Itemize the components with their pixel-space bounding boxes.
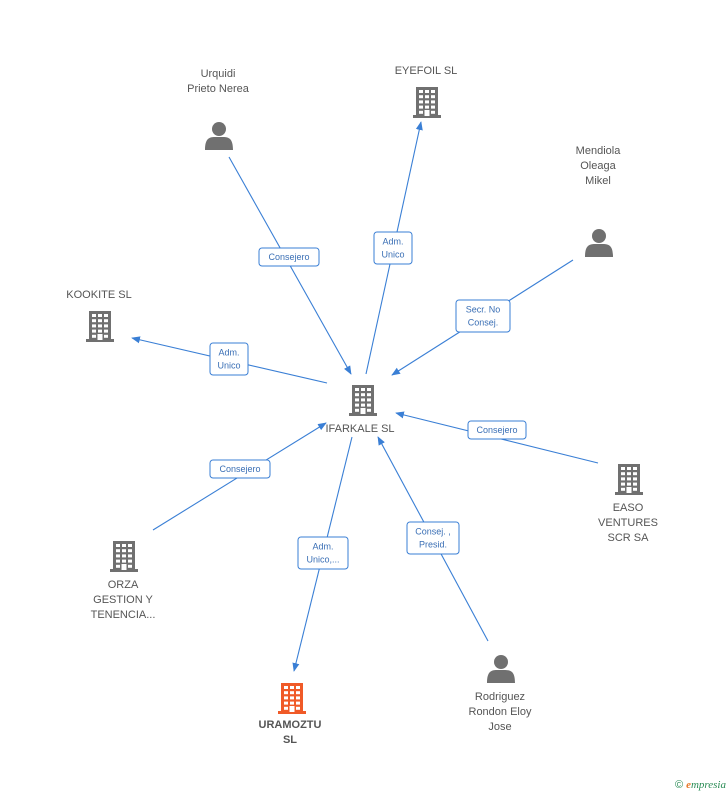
- node-label-uramoztu: SL: [283, 734, 297, 746]
- edge-label-orza-center[interactable]: Consejero: [209, 459, 271, 479]
- edge-label-text: Presid.: [419, 540, 447, 550]
- edge-label-text: Unico: [381, 250, 404, 260]
- edge-label-text: Consejero: [219, 464, 260, 474]
- node-label-rodriguez: Rodriguez: [475, 691, 525, 703]
- edge-label-urquidi-center[interactable]: Consejero: [258, 247, 320, 267]
- edge-label-box[interactable]: [406, 521, 460, 555]
- edge-label-rodriguez-center[interactable]: Consej. , Presid.: [406, 521, 460, 555]
- node-label-center: IFARKALE SL: [325, 423, 394, 435]
- brand-logo[interactable]: empresia: [686, 779, 726, 791]
- edge-label-text: Consej.: [468, 318, 499, 328]
- edge-label-center-kookite[interactable]: Adm. Unico: [209, 342, 249, 376]
- edge-label-box[interactable]: [467, 420, 527, 440]
- edge-label-text: Consejero: [268, 252, 309, 262]
- node-center[interactable]: IFARKALE SL: [325, 385, 395, 435]
- building-icon[interactable]: [615, 464, 643, 495]
- node-label-urquidi: Urquidi: [201, 68, 236, 80]
- node-label-urquidi: Prieto Nerea: [187, 83, 250, 95]
- person-icon[interactable]: [585, 229, 613, 257]
- edge-label-text: Consejero: [476, 425, 517, 435]
- edge-label-text: Secr. No: [466, 305, 501, 315]
- building-icon[interactable]: [349, 385, 377, 416]
- node-label-rodriguez: Rondon Eloy: [469, 706, 532, 718]
- edge-label-center-eyefoil[interactable]: Adm. Unico: [373, 231, 413, 265]
- node-label-orza: TENENCIA...: [91, 609, 156, 621]
- edge-label-box[interactable]: [258, 247, 320, 267]
- node-orza[interactable]: ORZA GESTION Y TENENCIA...: [91, 541, 156, 621]
- building-icon[interactable]: [110, 541, 138, 572]
- node-label-rodriguez: Jose: [488, 721, 511, 733]
- edge-label-mendiola-center[interactable]: Secr. No Consej.: [455, 299, 511, 333]
- person-icon[interactable]: [487, 655, 515, 683]
- node-uramoztu[interactable]: URAMOZTU SL: [259, 683, 322, 746]
- node-kookite[interactable]: KOOKITE SL: [66, 289, 132, 342]
- node-label-eyefoil: EYEFOIL SL: [395, 65, 458, 77]
- node-label-kookite: KOOKITE SL: [66, 289, 131, 301]
- edge-label-text: Unico: [217, 361, 240, 371]
- node-label-mendiola: Oleaga: [580, 160, 616, 172]
- edge-label-box[interactable]: [455, 299, 511, 333]
- edge-label-text: Unico,...: [306, 555, 339, 565]
- edge-label-box[interactable]: [373, 231, 413, 265]
- node-label-mendiola: Mikel: [585, 175, 611, 187]
- node-label-orza: ORZA: [108, 579, 139, 591]
- edge-label-box[interactable]: [209, 459, 271, 479]
- edge-label-text: Adm.: [218, 348, 239, 358]
- node-label-orza: GESTION Y: [93, 594, 153, 606]
- edge-label-easo-center[interactable]: Consejero: [467, 420, 527, 440]
- edge-label-center-uramoztu[interactable]: Adm. Unico,...: [297, 536, 349, 570]
- node-label-easo: SCR SA: [608, 532, 650, 544]
- copyright-icon: ©: [674, 779, 684, 791]
- node-label-easo: EASO: [613, 502, 644, 514]
- edge-label-text: Consej. ,: [415, 527, 451, 537]
- node-eyefoil[interactable]: EYEFOIL SL: [395, 65, 458, 118]
- node-label-mendiola: Mendiola: [576, 145, 622, 157]
- node-label-easo: VENTURES: [598, 517, 658, 529]
- edge-label-box[interactable]: [297, 536, 349, 570]
- edge-label-text: Adm.: [312, 542, 333, 552]
- node-easo[interactable]: EASO VENTURES SCR SA: [598, 464, 658, 544]
- person-icon[interactable]: [205, 122, 233, 150]
- node-label-uramoztu: URAMOZTU: [259, 719, 322, 731]
- building-icon[interactable]: [278, 683, 306, 714]
- edge-label-box[interactable]: [209, 342, 249, 376]
- building-icon[interactable]: [413, 87, 441, 118]
- edge-label-text: Adm.: [382, 237, 403, 247]
- footer-brand: ©empresia: [675, 779, 726, 791]
- building-icon[interactable]: [86, 311, 114, 342]
